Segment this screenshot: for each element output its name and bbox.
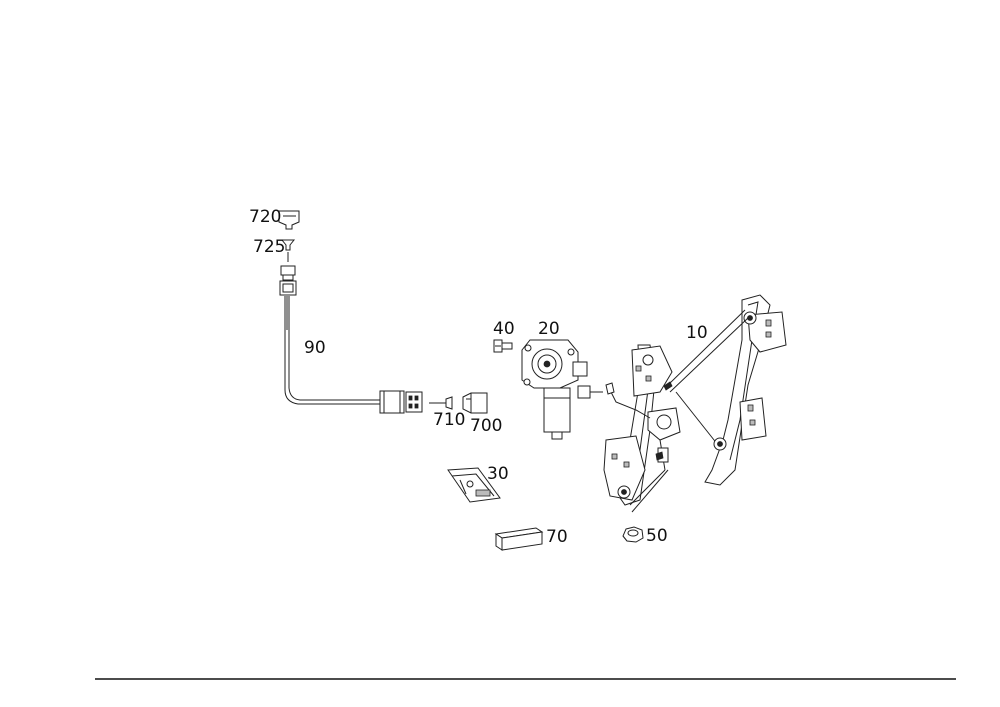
part-725-screw <box>280 239 296 262</box>
label-720: 720 <box>249 207 282 227</box>
part-10-window-regulator <box>603 294 787 513</box>
label-700: 700 <box>470 416 503 436</box>
label-30: 30 <box>487 464 509 484</box>
label-90: 90 <box>304 338 326 358</box>
part-710-pin <box>429 396 453 410</box>
part-20-window-motor <box>521 339 603 440</box>
part-50-nut <box>622 526 644 543</box>
part-40-screw <box>493 339 513 353</box>
part-70-block <box>494 527 544 551</box>
label-70: 70 <box>546 527 568 547</box>
part-90-wiring-harness <box>279 265 423 414</box>
label-10: 10 <box>686 323 708 343</box>
part-720-cap <box>278 210 300 230</box>
label-50: 50 <box>646 526 668 546</box>
label-710: 710 <box>433 410 466 430</box>
label-40: 40 <box>493 319 515 339</box>
part-700-clip <box>462 392 488 414</box>
label-725: 725 <box>253 237 286 257</box>
part-30-plate <box>447 467 501 503</box>
label-20: 20 <box>538 319 560 339</box>
